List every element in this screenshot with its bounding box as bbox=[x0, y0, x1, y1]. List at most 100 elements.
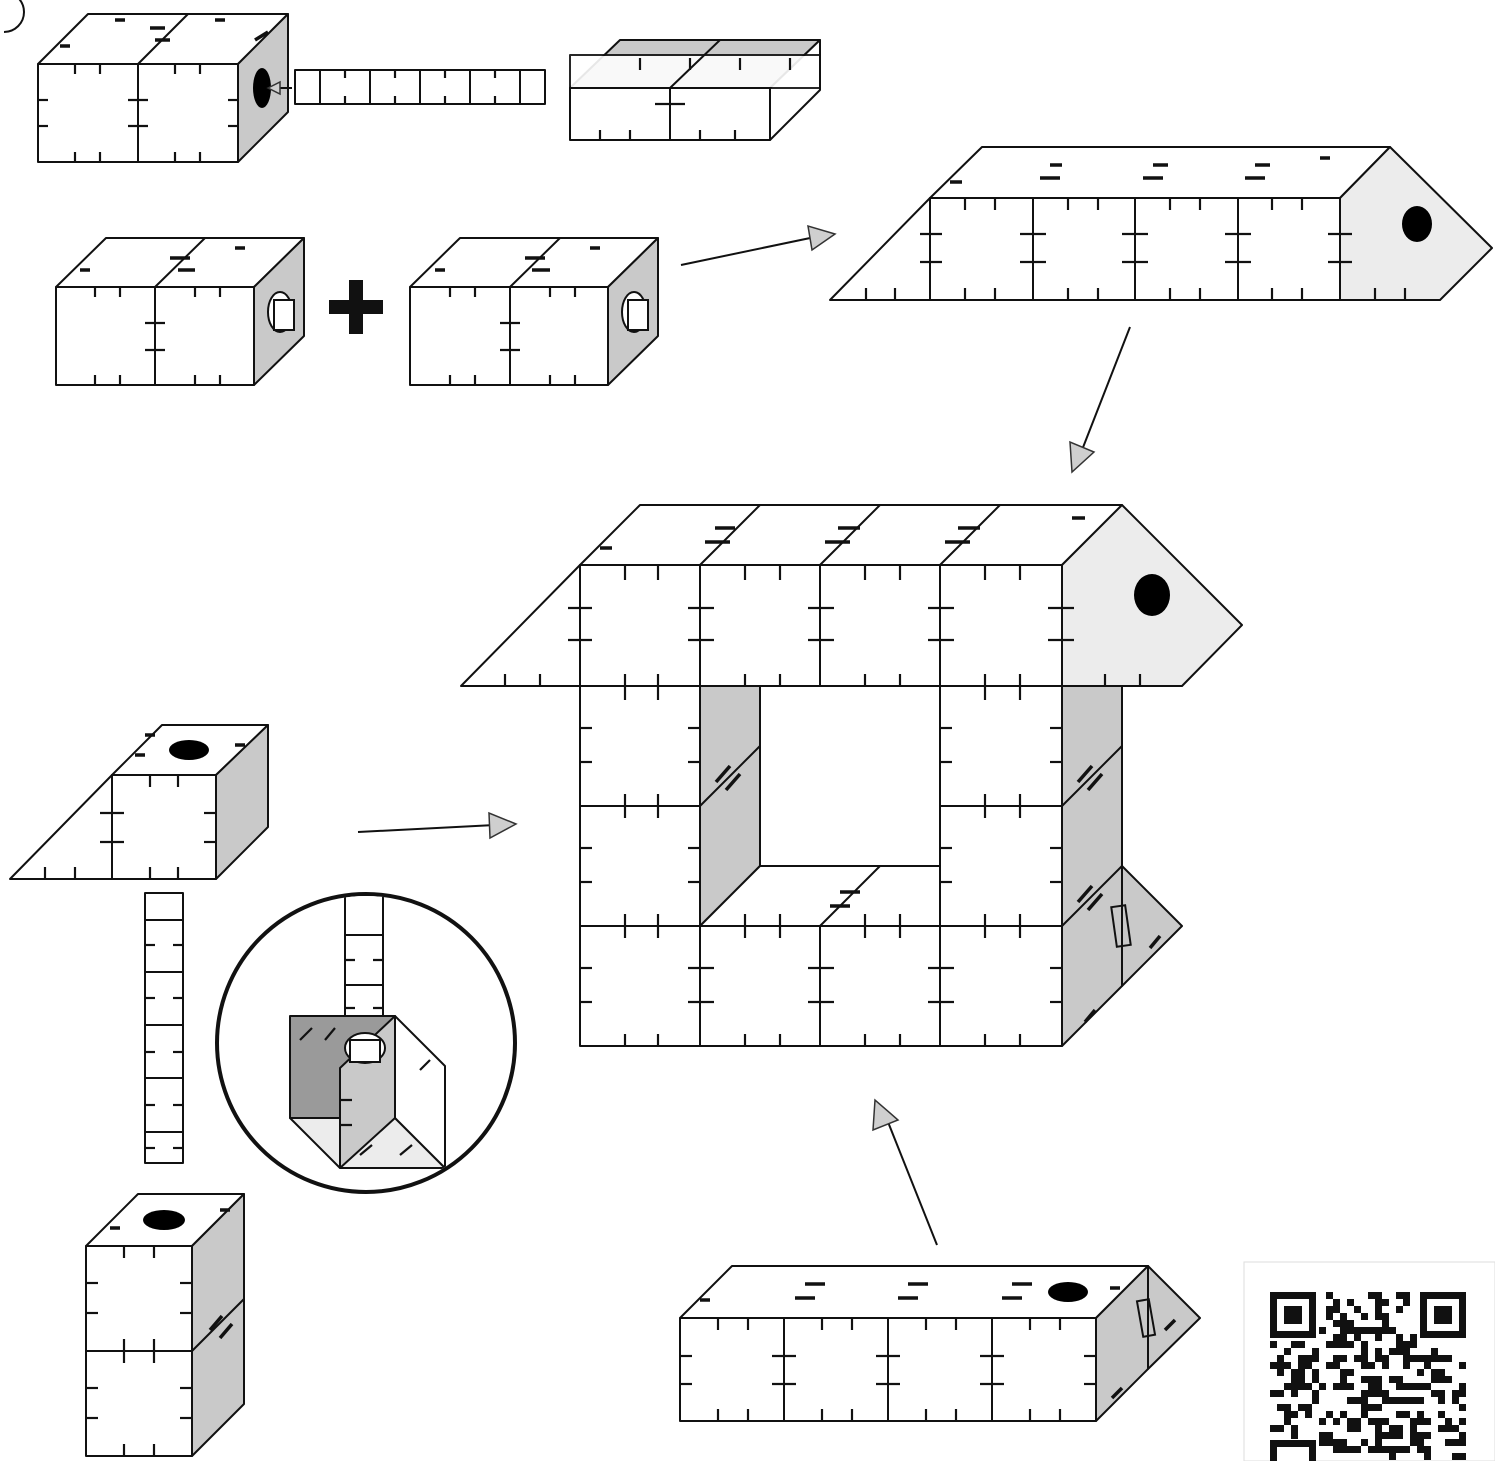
qr-module bbox=[1459, 1439, 1466, 1446]
qr-module bbox=[1361, 1397, 1368, 1404]
qr-module bbox=[1319, 1383, 1326, 1390]
qr-module bbox=[1431, 1369, 1438, 1376]
qr-module bbox=[1431, 1348, 1438, 1355]
qr-module bbox=[1333, 1306, 1340, 1313]
qr-module bbox=[1284, 1418, 1291, 1425]
qr-module bbox=[1305, 1411, 1312, 1418]
qr-module bbox=[1361, 1411, 1368, 1418]
qr-module bbox=[1403, 1446, 1410, 1453]
qr-module bbox=[1452, 1439, 1459, 1446]
qr-module bbox=[1396, 1397, 1403, 1404]
qr-module bbox=[1410, 1341, 1417, 1348]
qr-module bbox=[1319, 1432, 1326, 1439]
qr-module bbox=[1298, 1383, 1305, 1390]
qr-module bbox=[1291, 1369, 1298, 1376]
qr-module bbox=[1375, 1334, 1382, 1341]
qr-module bbox=[1277, 1425, 1284, 1432]
arrow-icon bbox=[873, 1100, 937, 1245]
qr-module bbox=[1354, 1446, 1361, 1453]
qr-module bbox=[1368, 1404, 1375, 1411]
qr-module bbox=[1452, 1397, 1459, 1404]
qr-module bbox=[1459, 1383, 1466, 1390]
qr-module bbox=[1389, 1348, 1396, 1355]
qr-module bbox=[1354, 1418, 1361, 1425]
qr-module bbox=[1396, 1411, 1403, 1418]
qr-module bbox=[1438, 1376, 1445, 1383]
qr-module bbox=[1382, 1320, 1389, 1327]
qr-module bbox=[1438, 1425, 1445, 1432]
qr-module bbox=[1403, 1348, 1410, 1355]
qr-module bbox=[1445, 1418, 1452, 1425]
qr-module bbox=[1347, 1397, 1354, 1404]
qr-module bbox=[1340, 1327, 1347, 1334]
qr-module bbox=[1424, 1355, 1431, 1362]
qr-module bbox=[1361, 1348, 1368, 1355]
qr-module bbox=[1417, 1411, 1424, 1418]
qr-module bbox=[1396, 1383, 1403, 1390]
qr-module bbox=[1333, 1362, 1340, 1369]
qr-module bbox=[1403, 1355, 1410, 1362]
qr-module bbox=[1375, 1376, 1382, 1383]
qr-module bbox=[1326, 1411, 1333, 1418]
qr-module bbox=[1319, 1418, 1326, 1425]
qr-module bbox=[1298, 1355, 1305, 1362]
qr-module bbox=[1396, 1334, 1403, 1341]
qr-module bbox=[1333, 1446, 1340, 1453]
qr-module bbox=[1347, 1327, 1354, 1334]
qr-module bbox=[1277, 1369, 1284, 1376]
qr-module bbox=[1361, 1439, 1368, 1446]
qr-module bbox=[1347, 1418, 1354, 1425]
qr-module bbox=[1396, 1306, 1403, 1313]
qr-module bbox=[1319, 1439, 1326, 1446]
qr-code-icon bbox=[1244, 1262, 1495, 1461]
qr-module bbox=[1403, 1341, 1410, 1348]
qr-module bbox=[1354, 1306, 1361, 1313]
qr-module bbox=[1438, 1355, 1445, 1362]
qr-module bbox=[1417, 1439, 1424, 1446]
qr-module bbox=[1354, 1425, 1361, 1432]
qr-module bbox=[1389, 1453, 1396, 1460]
qr-module bbox=[1326, 1306, 1333, 1313]
qr-module bbox=[1452, 1390, 1459, 1397]
qr-module bbox=[1361, 1376, 1368, 1383]
qr-module bbox=[1340, 1341, 1347, 1348]
qr-module bbox=[1312, 1390, 1319, 1397]
qr-module bbox=[1459, 1432, 1466, 1439]
qr-module bbox=[1389, 1376, 1396, 1383]
qr-module bbox=[1375, 1439, 1382, 1446]
qr-module bbox=[1340, 1313, 1347, 1320]
vertical-strip bbox=[145, 893, 183, 1163]
plus-icon bbox=[329, 280, 383, 334]
qr-module bbox=[1375, 1425, 1382, 1432]
qr-module bbox=[1382, 1355, 1389, 1362]
double-cube-right bbox=[410, 238, 658, 385]
qr-module bbox=[1340, 1383, 1347, 1390]
roof-module bbox=[830, 147, 1492, 300]
qr-module bbox=[1347, 1425, 1354, 1432]
qr-module bbox=[1445, 1376, 1452, 1383]
qr-module bbox=[1368, 1292, 1375, 1299]
qr-module bbox=[1410, 1383, 1417, 1390]
qr-module bbox=[1270, 1341, 1277, 1348]
wedge-cube bbox=[10, 725, 268, 879]
qr-module bbox=[1431, 1390, 1438, 1397]
qr-module bbox=[1396, 1376, 1403, 1383]
qr-module bbox=[1340, 1369, 1347, 1376]
qr-module bbox=[1305, 1355, 1312, 1362]
qr-module bbox=[1326, 1313, 1333, 1320]
arrow-icon bbox=[358, 813, 516, 838]
qr-module bbox=[1305, 1404, 1312, 1411]
qr-module bbox=[1382, 1432, 1389, 1439]
open-tray bbox=[570, 40, 820, 140]
qr-module bbox=[1284, 1362, 1291, 1369]
connector-strip bbox=[295, 70, 545, 104]
qr-module bbox=[1340, 1376, 1347, 1383]
qr-module bbox=[1284, 1383, 1291, 1390]
qr-module bbox=[1347, 1383, 1354, 1390]
qr-module bbox=[1382, 1299, 1389, 1306]
qr-module bbox=[1389, 1432, 1396, 1439]
qr-module bbox=[1333, 1341, 1340, 1348]
qr-module bbox=[1340, 1320, 1347, 1327]
tall-column bbox=[86, 1194, 244, 1456]
qr-module bbox=[1410, 1432, 1417, 1439]
